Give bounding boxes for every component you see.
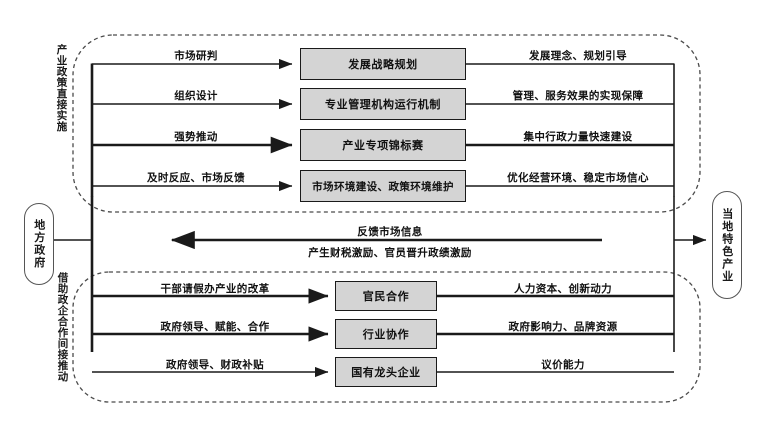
edge-label-input-indirect-3: 政府领导、财政补贴: [165, 359, 265, 371]
edge-label-input-indirect-1: 干部请假办产业的改革: [160, 283, 270, 295]
section-label-direct-implementation: 产业政策直接实施: [55, 44, 68, 132]
edge-label-output-direct-3: 集中行政力量快速建设: [523, 131, 633, 143]
edge-label-output-direct-1: 发展理念、规划引导: [528, 50, 628, 62]
terminal-right-label: 当地特色产业: [720, 207, 734, 283]
section-label-indirect-promotion: 借助政企合作间接推动: [56, 272, 69, 382]
process-box-direct-2[interactable]: 专业管理机构运行机制: [300, 88, 466, 120]
process-box-indirect-1[interactable]: 官民合作: [335, 281, 437, 311]
edge-label-input-direct-3: 强势推动: [174, 131, 218, 143]
edge-label-input-direct-2: 组织设计: [174, 90, 218, 102]
feedback-label-above: 反馈市场信息: [357, 226, 423, 238]
edge-label-output-direct-4: 优化经营环境、稳定市场信心: [507, 172, 649, 184]
edge-label-output-indirect-1: 人力资本、创新动力: [513, 283, 613, 295]
process-box-indirect-2[interactable]: 行业协作: [335, 319, 437, 349]
process-box-direct-3[interactable]: 产业专项锦标赛: [300, 129, 466, 161]
process-box-indirect-3[interactable]: 国有龙头企业: [335, 357, 437, 387]
edge-label-output-indirect-2: 政府影响力、品牌资源: [508, 321, 618, 333]
process-box-direct-1[interactable]: 发展战略规划: [300, 48, 466, 80]
feedback-label-below: 产生财税激励、官员晋升政绩激励: [308, 247, 472, 259]
process-box-direct-4[interactable]: 市场环境建设、政策环境维护: [300, 170, 466, 202]
terminal-left-label: 地方政府: [32, 219, 46, 269]
terminal-local-government[interactable]: 地方政府: [24, 203, 54, 285]
edge-label-output-indirect-3: 议价能力: [541, 359, 585, 371]
edge-label-input-direct-4: 及时反应、市场反馈: [146, 172, 246, 184]
edge-label-output-direct-2: 管理、服务效果的实现保障: [512, 90, 644, 102]
edge-label-input-direct-1: 市场研判: [174, 50, 218, 62]
edge-label-input-indirect-2: 政府领导、赋能、合作: [160, 321, 270, 333]
terminal-local-characteristic-industry[interactable]: 当地特色产业: [712, 191, 742, 299]
